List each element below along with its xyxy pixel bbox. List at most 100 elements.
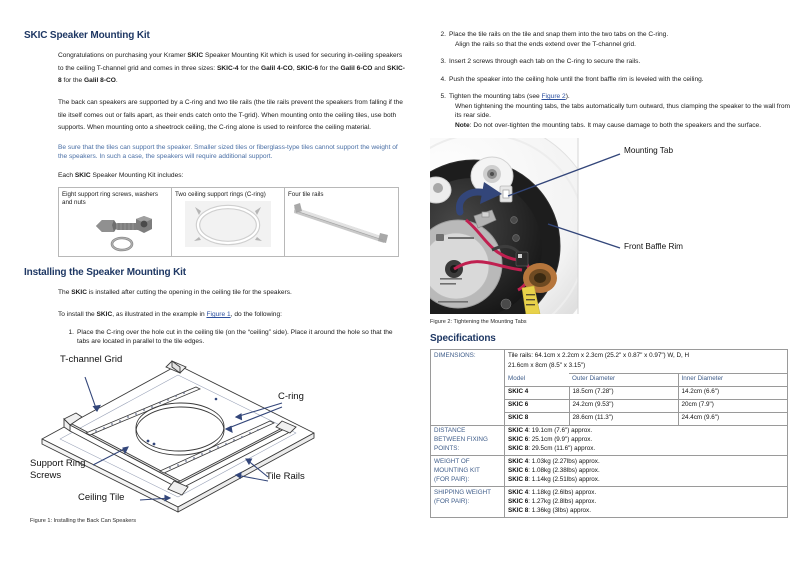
step-text-line2: the hole so that the tabs are located in… <box>77 328 393 346</box>
kit-cell-tile-rails: Four tile rails <box>284 186 399 258</box>
diameter-header-inner: Inner Diameter <box>677 372 787 387</box>
specifications-table-wrap: DIMENSIONS: Tile rails: 64.1cm x 2.2cm x… <box>430 349 790 518</box>
specifications-heading: Specifications <box>430 333 496 345</box>
shipping-row: SKIC 8: 1.36kg (3lbs) approx. <box>508 506 591 514</box>
figure1-label-support-ring-screws-line1: Support Ring <box>30 457 86 469</box>
table-row: Model Outer Diameter Inner Diameter <box>505 372 787 387</box>
weight-row: SKIC 4: 1.03kg (2.27lbs) approx. <box>508 457 600 465</box>
figure2-label-front-baffle-rim: Front Baffle Rim <box>624 242 683 252</box>
weight-label-line2: MOUNTING KIT <box>434 466 480 474</box>
diameter-inner: 24.4cm (9.6") <box>677 411 787 425</box>
table-row: SKIC 6 24.2cm (9.53") 20cm (7.9") <box>505 398 787 413</box>
distance-row: SKIC 4: 19.1cm (7.6") approx. <box>508 427 593 434</box>
step-subtext: Align the rails so that the ends extend … <box>455 40 636 48</box>
intro-paragraph-1: Congratulations on purchasing your Krame… <box>58 52 405 85</box>
step-number: 1. <box>68 328 75 336</box>
figure1-label-tile-rails: Tile Rails <box>266 470 305 482</box>
left-column: SKIC Speaker Mounting Kit Congratulation… <box>24 30 406 524</box>
dimensions-line-2: 21.6cm x 8cm (8.5" x 3.15") <box>508 362 586 370</box>
list-item: 2. Place the tile rails on the tile and … <box>430 30 790 49</box>
spec-value-weight: SKIC 4: 1.03kg (2.27lbs) approx. SKIC 6:… <box>504 455 788 488</box>
diameter-inner: 14.2cm (6.6") <box>677 385 787 400</box>
table-row: DISTANCE BETWEEN FIXING POINTS: SKIC 4: … <box>430 424 788 457</box>
diameter-table: Model Outer Diameter Inner Diameter SKIC… <box>505 372 787 425</box>
figure1-label-ceiling-tile: Ceiling Tile <box>78 491 125 503</box>
weight-label-line1: WEIGHT OF <box>434 457 470 465</box>
c-ring-photo <box>175 200 281 247</box>
distance-label-line1: DISTANCE <box>434 427 466 434</box>
step5-note: Note: Do not over-tighten the mounting t… <box>455 121 762 129</box>
distance-row: SKIC 6: 25.1cm (9.9") approx. <box>508 435 593 443</box>
screws-washers-nuts-photo <box>62 208 168 254</box>
table-row: SKIC 4 18.5cm (7.28") 14.2cm (6.6") <box>505 385 787 400</box>
list-item: 5. Tighten the mounting tabs (see Figure… <box>430 92 791 130</box>
diameter-inner: 20cm (7.9") <box>677 398 787 413</box>
diameter-outer: 24.2cm (9.53") <box>568 398 679 413</box>
spec-value-dimensions: Tile rails: 64.1cm x 2.2cm x 2.3cm (25.2… <box>504 349 788 426</box>
figure1-label-support-ring-screws-line2: Screws <box>30 469 62 481</box>
left-body: Congratulations on purchasing your Krame… <box>24 50 406 258</box>
figure2-label-mounting-tab: Mounting Tab <box>624 146 674 156</box>
page-title: SKIC Speaker Mounting Kit <box>24 30 150 41</box>
diameter-outer: 28.6cm (11.3") <box>568 411 679 425</box>
kit-caption: Eight support ring screws, washers and n… <box>62 190 158 206</box>
step-text: Place the tile rails on the tile and sna… <box>449 31 669 38</box>
list-item: 3. Insert 2 screws through each tab on t… <box>430 57 790 67</box>
kit-cell-screws: Eight support ring screws, washers and n… <box>58 186 172 258</box>
shipping-label-line1: SHIPPING WEIGHT <box>434 488 492 496</box>
diameter-model: SKIC 8 <box>505 411 570 425</box>
diameter-model: SKIC 6 <box>505 398 570 413</box>
diameter-outer: 18.5cm (7.28") <box>568 385 679 400</box>
figure-1-caption: Figure 1: Installing the Back Can Speake… <box>30 517 137 524</box>
step-text: Insert 2 screws through each tab on the … <box>449 58 641 66</box>
weight-row: SKIC 6: 1.08kg (2.38lbs) approx. <box>508 466 600 474</box>
table-row: SKIC 8 28.6cm (11.3") 24.4cm (9.6") <box>505 411 787 425</box>
includes-line: Each SKIC Speaker Mounting Kit includes: <box>58 172 184 180</box>
spec-label-dimensions: DIMENSIONS: <box>430 349 505 426</box>
list-item: 4. Push the speaker into the ceiling hol… <box>430 75 790 85</box>
install-heading: Installing the Speaker Mounting Kit <box>24 267 186 279</box>
install-steps-right: 2. Place the tile rails on the tile and … <box>430 30 791 130</box>
weight-label-line3: (FOR PAIR): <box>434 475 470 483</box>
step5-body: When tightening the mounting tabs, the t… <box>455 102 790 120</box>
step-text: Tighten the mounting tabs (see Figure 2)… <box>449 93 570 101</box>
table-row: Eight support ring screws, washers and n… <box>58 186 399 258</box>
dimensions-line-1: Tile rails: 64.1cm x 2.2cm x 2.3cm (25.2… <box>508 351 690 359</box>
specifications-table: DIMENSIONS: Tile rails: 64.1cm x 2.2cm x… <box>430 349 788 518</box>
table-row: SHIPPING WEIGHT (FOR PAIR): SKIC 4: 1.18… <box>430 486 788 518</box>
table-row: WEIGHT OF MOUNTING KIT (FOR PAIR): SKIC … <box>430 455 788 488</box>
spec-label-weight: WEIGHT OF MOUNTING KIT (FOR PAIR): <box>430 455 505 488</box>
figure-2-caption: Figure 2: Tightening the Mounting Tabs <box>430 319 527 326</box>
kit-cell-c-ring: Two ceiling support rings (C-ring) <box>171 186 285 258</box>
diameter-model: SKIC 4 <box>505 385 570 400</box>
list-item: 1. Place the C-ring over the hole cut in… <box>58 328 406 347</box>
figure1-label-c-ring: C-ring <box>278 390 304 402</box>
right-column: 2. Place the tile rails on the tile and … <box>430 30 790 518</box>
diameter-header-model: Model <box>508 374 526 382</box>
distance-label-line2: BETWEEN FIXING <box>434 435 488 443</box>
shipping-row: SKIC 6: 1.27kg (2.8lbs) approx. <box>508 497 597 505</box>
intro-paragraph-2: The back can speakers are supported by a… <box>58 98 403 132</box>
kit-caption: Four tile rails <box>288 190 324 198</box>
figure-2-link[interactable]: Figure 2 <box>541 93 566 101</box>
figure-1-link[interactable]: Figure 1 <box>206 311 231 319</box>
shipping-row: SKIC 4: 1.18kg (2.6lbs) approx. <box>508 488 597 496</box>
install-paragraph-1: The SKIC is installed after cutting the … <box>58 289 292 297</box>
figure1-label-t-channel-grid: T-channel Grid <box>60 353 123 365</box>
step-text: Push the speaker into the ceiling hole u… <box>449 75 704 83</box>
spec-label-distance: DISTANCE BETWEEN FIXING POINTS: <box>430 424 505 457</box>
step-number: 4. <box>440 75 447 83</box>
install-body: The SKIC is installed after cutting the … <box>24 287 406 346</box>
step-text-line1: Place the C-ring over the hole cut in th… <box>77 328 335 336</box>
install-steps-left: 1. Place the C-ring over the hole cut in… <box>58 328 406 347</box>
figure-1: T-channel Grid C-ring Support Ring Screw… <box>30 353 390 515</box>
step-number: 3. <box>440 58 447 66</box>
spec-value-shipping: SKIC 4: 1.18kg (2.6lbs) approx. SKIC 6: … <box>504 486 788 518</box>
step-number: 5. <box>440 93 447 101</box>
spec-label-shipping: SHIPPING WEIGHT (FOR PAIR): <box>430 486 505 518</box>
weight-row: SKIC 8: 1.14kg (2.51lbs) approx. <box>508 475 600 483</box>
kit-caption: Two ceiling support rings (C-ring) <box>175 190 266 198</box>
shipping-label-line2: (FOR PAIR): <box>434 497 470 505</box>
table-row: DIMENSIONS: Tile rails: 64.1cm x 2.2cm x… <box>430 349 788 426</box>
